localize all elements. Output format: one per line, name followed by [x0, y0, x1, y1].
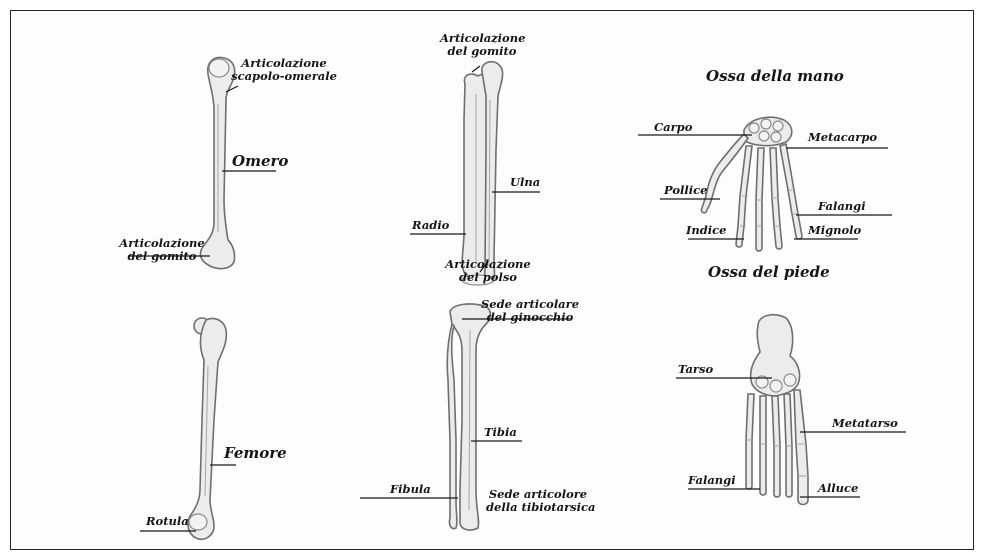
label-tibia: Tibia — [484, 426, 517, 439]
label-indice: Indice — [686, 224, 726, 237]
femur-bone — [188, 318, 226, 539]
label-metatarso: Metatarso — [832, 417, 898, 430]
label-mignolo: Mignolo — [808, 224, 861, 237]
label-carpo: Carpo — [654, 121, 692, 134]
label-alluce: Alluce — [818, 482, 858, 495]
label-tarso: Tarso — [678, 363, 713, 376]
label-fibula: Fibula — [390, 483, 431, 496]
label-falangi-piede: Falangi — [688, 474, 736, 487]
title-ossa-mano: Ossa della mano — [706, 68, 844, 85]
label-omero: Omero — [232, 153, 288, 170]
forearm-bones — [462, 62, 503, 285]
lower-leg-bones — [447, 304, 490, 530]
label-metacarpo: Metacarpo — [808, 131, 877, 144]
label-rotula: Rotula — [146, 515, 189, 528]
label-femore: Femore — [224, 445, 287, 462]
label-radio: Radio — [412, 219, 449, 232]
label-pollice: Pollice — [664, 184, 707, 197]
label-ulna: Ulna — [510, 176, 540, 189]
label-falangi-mano: Falangi — [818, 200, 866, 213]
title-ossa-piede: Ossa del piede — [708, 264, 830, 281]
foot-bones — [746, 315, 808, 505]
